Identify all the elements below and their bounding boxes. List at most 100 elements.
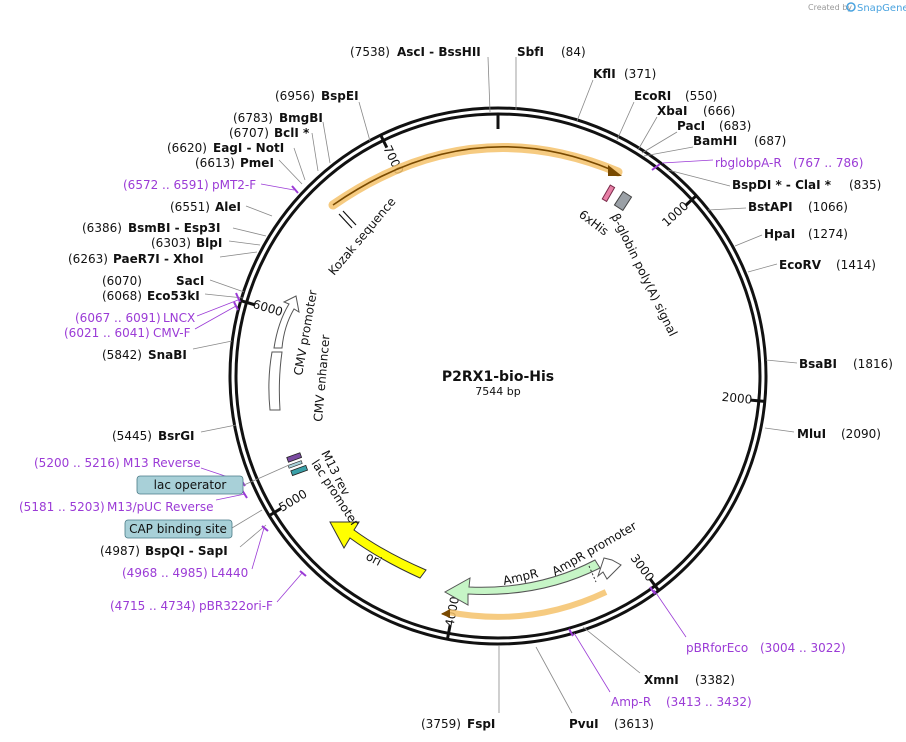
enzyme-pos-pmeI: (6613) bbox=[195, 156, 235, 170]
enzyme-name-ecoRV: EcoRV bbox=[779, 258, 822, 272]
enzyme-name-bmgBI: BmgBI bbox=[279, 111, 323, 125]
enzyme-pos-bspEI: (6956) bbox=[275, 89, 315, 103]
enzyme-pos-aleI: (6551) bbox=[170, 200, 210, 214]
ori-arrow bbox=[329, 521, 427, 579]
feature-label-cmv-enhancer: CMV enhancer bbox=[311, 334, 333, 422]
feature-label-ori: ori bbox=[364, 549, 384, 569]
ampr-promoter-arrow bbox=[596, 557, 622, 580]
enzyme-name-sacI: SacI bbox=[176, 274, 204, 288]
enzyme-name-pvuI: PvuI bbox=[569, 717, 599, 731]
enzyme-name-pmeI: PmeI bbox=[240, 156, 274, 170]
plasmid-length: 7544 bp bbox=[475, 385, 520, 398]
enzyme-name-xbaI: XbaI bbox=[657, 104, 687, 118]
tick-mark-1000 bbox=[684, 194, 698, 207]
primer-name-rbglobpa-r: rbglobpA-R bbox=[715, 156, 782, 170]
primer-range-l4440: (4968 .. 4985) bbox=[122, 566, 208, 580]
enzyme-pos-eagI: (6620) bbox=[167, 141, 207, 155]
primer-name-amp-r: Amp-R bbox=[611, 695, 651, 709]
enzyme-name-eco53kI: Eco53kI bbox=[147, 289, 200, 303]
primer-name-m13-reverse: M13 Reverse bbox=[123, 456, 201, 470]
tick-label-6000: 6000 bbox=[251, 297, 284, 319]
enzyme-pos-bspQI: (4987) bbox=[100, 544, 140, 558]
enzyme-pos-bsaBI: (1816) bbox=[853, 357, 893, 371]
primer-range-pbr322ori-f: (4715 .. 4734) bbox=[110, 599, 196, 613]
tick-label-5000: 5000 bbox=[276, 487, 309, 515]
lac-operator-label: lac operator bbox=[154, 478, 227, 492]
enzyme-name-ecoRI: EcoRI bbox=[634, 89, 671, 103]
ampr-highlight-arc bbox=[447, 589, 608, 620]
ampr-arrow bbox=[443, 559, 601, 606]
enzyme-pos-bstAPI: (1066) bbox=[808, 200, 848, 214]
credit-text: Created by bbox=[808, 3, 852, 12]
orf-arrow-line bbox=[332, 145, 613, 206]
primer-name-pmt2-f: pMT2-F bbox=[212, 178, 256, 192]
enzyme-pos-ecoRV: (1414) bbox=[836, 258, 876, 272]
enzyme-name-pacI: PacI bbox=[677, 119, 705, 133]
enzyme-pos-xbaI: (666) bbox=[703, 104, 735, 118]
orf-arrow-head bbox=[608, 165, 622, 176]
primer-range-amp-r: (3413 .. 3432) bbox=[666, 695, 752, 709]
cap-binding-site-callout: CAP binding site bbox=[124, 509, 263, 539]
enzyme-pos-bclI: (6707) bbox=[229, 126, 269, 140]
credit-brand: SnapGene bbox=[857, 3, 906, 14]
tick-mark-5000 bbox=[268, 507, 282, 517]
enzyme-name-bspDI: BspDI * - ClaI * bbox=[732, 178, 832, 192]
tick-mark-4000 bbox=[445, 625, 452, 640]
m13-rev-feature bbox=[286, 452, 303, 463]
primer-name-pbrforeco: pBRforEco bbox=[686, 641, 748, 655]
primer-range-cmv-f: (6021 .. 6041) bbox=[64, 326, 150, 340]
primer-range-m13-reverse: (5200 .. 5216) bbox=[34, 456, 120, 470]
primer-labels: rbglobpA-R (767 .. 786) pBRforEco (3004 … bbox=[19, 156, 863, 709]
lac-operator-callout: lac operator bbox=[136, 464, 290, 495]
enzyme-name-ascI: AscI - BssHII bbox=[397, 45, 481, 59]
enzyme-pos-bspDI: (835) bbox=[849, 178, 881, 192]
enzyme-pos-xmnI: (3382) bbox=[695, 673, 735, 687]
primer-range-pbrforeco: (3004 .. 3022) bbox=[760, 641, 846, 655]
lac-promoter-feature bbox=[290, 464, 309, 477]
enzyme-pos-ecoRI: (550) bbox=[685, 89, 717, 103]
lac-operator-feature bbox=[287, 460, 303, 469]
enzyme-pos-pacI: (683) bbox=[719, 119, 751, 133]
plasmid-name: P2RX1-bio-His bbox=[442, 369, 554, 385]
enzyme-name-kflI: KflI bbox=[593, 67, 616, 81]
enzyme-pos-blpI: (6303) bbox=[151, 236, 191, 250]
enzyme-name-bsrGI: BsrGI bbox=[158, 429, 195, 443]
cmv-promoter-arrow bbox=[273, 295, 300, 349]
enzyme-pos-paeR7I: (6263) bbox=[68, 252, 108, 266]
enzyme-name-fspI: FspI bbox=[467, 717, 495, 731]
primer-name-cmv-f: CMV-F bbox=[153, 326, 191, 340]
enzyme-pos-bamHI: (687) bbox=[754, 134, 786, 148]
enzyme-pos-sbfI: (84) bbox=[561, 45, 586, 59]
enzyme-pos-ascI: (7538) bbox=[350, 45, 390, 59]
tick-label-2000: 2000 bbox=[721, 390, 753, 407]
primer-name-pbr322ori-f: pBR322ori-F bbox=[199, 599, 273, 613]
enzyme-pos-eco53kI: (6068) bbox=[102, 289, 142, 303]
enzyme-pos-bsmBI: (6386) bbox=[82, 221, 122, 235]
ampr-arrow-head-small bbox=[441, 609, 450, 618]
primer-name-m13puc-reverse: M13/pUC Reverse bbox=[107, 500, 214, 514]
enzyme-labels: (7538) AscI - BssHII SbfI (84) KflI (371… bbox=[68, 45, 893, 731]
primer-range-pmt2-f: (6572 .. 6591) bbox=[123, 178, 209, 192]
snapgene-logo-icon bbox=[846, 2, 856, 12]
enzyme-name-bspQI: BspQI - SapI bbox=[145, 544, 228, 558]
tick-mark-7000 bbox=[379, 134, 389, 149]
enzyme-name-bsaBI: BsaBI bbox=[799, 357, 837, 371]
his-tag-feature bbox=[601, 184, 616, 203]
backbone-outer bbox=[228, 106, 768, 646]
tick-label-3000: 3000 bbox=[628, 551, 658, 584]
tick-mark-6000 bbox=[240, 299, 255, 307]
enzyme-name-aleI: AleI bbox=[215, 200, 241, 214]
enzyme-name-bamHI: BamHI bbox=[693, 134, 737, 148]
enzyme-name-bspEI: BspEI bbox=[321, 89, 359, 103]
primer-range-m13puc-reverse: (5181 .. 5203) bbox=[19, 500, 105, 514]
enzyme-pos-fspI: (3759) bbox=[421, 717, 461, 731]
enzyme-pos-kflI: (371) bbox=[624, 67, 656, 81]
feature-label-6xhis: 6xHis bbox=[576, 207, 611, 238]
enzyme-name-blpI: BlpI bbox=[196, 236, 222, 250]
tick-mark-2000 bbox=[750, 398, 765, 403]
polya-feature bbox=[613, 190, 633, 212]
primer-name-l4440: L4440 bbox=[211, 566, 248, 580]
enzyme-name-snaBI: SnaBI bbox=[148, 348, 187, 362]
ampr-dotted-divider bbox=[588, 565, 597, 583]
